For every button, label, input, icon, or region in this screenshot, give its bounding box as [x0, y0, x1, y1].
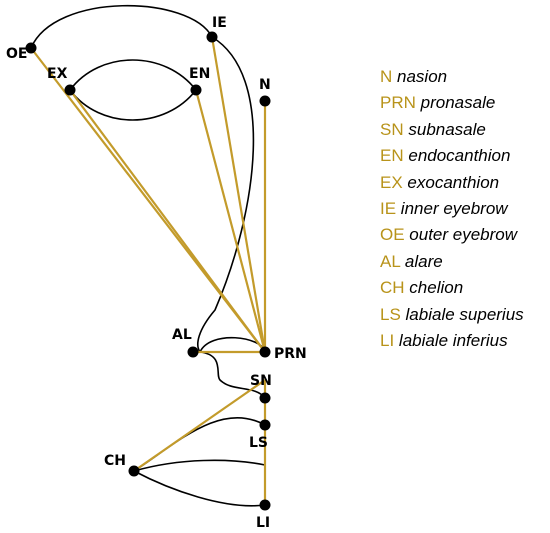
landmark-points [25, 31, 271, 511]
legend-item: AL alare [380, 249, 524, 275]
legend-desc: chelion [409, 278, 464, 298]
line-en-prn [194, 89, 267, 353]
legend-desc: inner eyebrow [400, 199, 508, 219]
legend-item: EX exocanthion [380, 170, 524, 196]
eye-lower-curve [69, 89, 197, 121]
label-en: EN [189, 66, 210, 82]
point-oe [25, 42, 37, 54]
legend-desc: exocanthion [407, 172, 500, 192]
legend-desc: endocanthion [408, 146, 511, 166]
brow-nose-curve [197, 36, 255, 353]
distance-lines [30, 36, 267, 505]
point-sn [259, 392, 271, 404]
legend-abbr: EX [380, 172, 403, 192]
line-oe-prn [30, 47, 266, 353]
label-al: AL [172, 327, 192, 343]
legend-item: IE inner eyebrow [380, 196, 524, 222]
landmark-labels: N PRN SN EN EX IE OE AL CH LS LI [6, 15, 307, 531]
legend-abbr: N [380, 67, 393, 86]
legend-abbr: LI [380, 331, 395, 351]
legend-desc: nasion [397, 67, 448, 86]
label-ex: EX [47, 66, 68, 82]
label-sn: SN [250, 373, 272, 389]
legend-abbr: LS [380, 304, 401, 324]
legend-item: SN subnasale [380, 117, 524, 143]
point-ls [259, 419, 271, 431]
legend-item: OE outer eyebrow [380, 222, 524, 248]
legend-item: PRN pronasale [380, 90, 524, 116]
point-prn [259, 346, 271, 358]
eye-upper-curve [69, 59, 197, 91]
point-ch [128, 465, 140, 477]
legend-desc: outer eyebrow [409, 225, 518, 245]
legend-abbr: PRN [380, 93, 416, 113]
legend-item: LS labiale superius [380, 302, 524, 328]
legend-desc: labiale inferius [398, 331, 508, 351]
brow-curve [30, 4, 213, 49]
legend-abbr: CH [380, 278, 405, 298]
nostril-curve [199, 351, 266, 399]
legend-item: EN endocanthion [380, 143, 524, 169]
legend-item: N nasion [380, 64, 524, 90]
point-ie [206, 31, 218, 43]
point-al [187, 346, 199, 358]
point-li [259, 499, 271, 511]
lip-lower-curve [133, 470, 266, 507]
legend-abbr: EN [380, 146, 404, 166]
legend-desc: subnasale [408, 119, 486, 139]
label-li: LI [256, 515, 270, 531]
line-ie-prn [210, 36, 267, 353]
label-prn: PRN [274, 346, 307, 362]
label-n: N [259, 77, 271, 93]
legend-desc: pronasale [420, 93, 496, 113]
label-ch: CH [104, 453, 126, 469]
legend-item: LI labiale inferius [380, 328, 524, 354]
label-ie: IE [212, 15, 227, 31]
legend-desc: labiale superius [405, 304, 524, 324]
legend-item: CH chelion [380, 275, 524, 301]
label-oe: OE [6, 46, 27, 62]
point-ex [64, 84, 76, 96]
line-ch-sn [133, 379, 266, 472]
legend-desc: alare [404, 251, 443, 271]
legend: N nasion PRN pronasale SN subnasale EN e… [380, 64, 524, 354]
point-en [190, 84, 202, 96]
legend-abbr: SN [380, 119, 404, 139]
legend-abbr: AL [380, 251, 401, 271]
point-n [259, 95, 271, 107]
label-ls: LS [249, 435, 268, 451]
lip-mid-curve [133, 459, 266, 472]
legend-abbr: OE [380, 225, 405, 245]
legend-abbr: IE [380, 199, 397, 219]
